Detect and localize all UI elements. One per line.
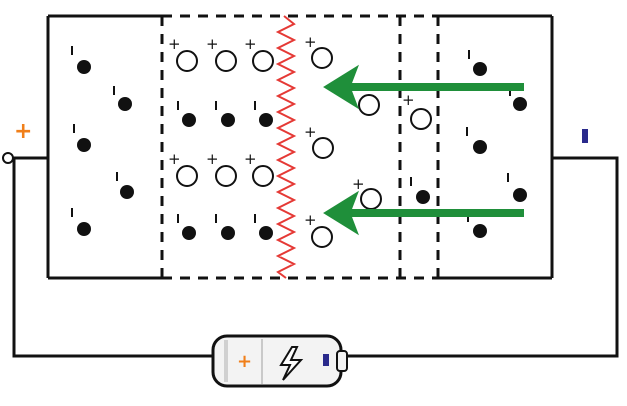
svg-text:+: + [244, 35, 257, 53]
positive-terminal-label: + [14, 119, 32, 144]
svg-text:+: + [168, 35, 181, 53]
svg-text:+: + [352, 175, 365, 193]
left-wire [12, 156, 213, 358]
electron [77, 60, 91, 74]
negative-terminal-marker [582, 129, 588, 143]
svg-text:+: + [168, 150, 181, 168]
circuit-wires [12, 156, 619, 358]
right-region-carriers [410, 50, 527, 238]
svg-text:+: + [244, 150, 257, 168]
electron [77, 138, 91, 152]
electron [77, 222, 91, 236]
arrowhead-icon [323, 64, 359, 110]
donor-ions [176, 50, 274, 187]
svg-text:+: + [206, 35, 219, 53]
battery-positive-label: + [237, 351, 252, 372]
current-arrows [323, 64, 524, 236]
semiconductor-block [46, 14, 554, 280]
svg-text:+: + [304, 33, 317, 51]
right-wire [346, 156, 619, 358]
svg-text:+: + [304, 123, 317, 141]
plus-signs-left: + + + + + + [168, 35, 257, 168]
battery-negative-marker [323, 354, 329, 366]
lightning-bolt-icon [279, 346, 304, 381]
electron [118, 97, 132, 111]
battery-icon: + [211, 334, 348, 388]
depletion-electrons [177, 101, 273, 240]
svg-text:+: + [402, 91, 415, 109]
svg-text:+: + [206, 150, 219, 168]
left-terminal-icon [2, 152, 14, 164]
svg-text:+: + [304, 211, 317, 229]
plus-signs-right: + + + + + [304, 33, 415, 229]
left-region-carriers [71, 46, 134, 236]
junction-zigzag [275, 15, 297, 279]
electron [120, 185, 134, 199]
holes [311, 47, 432, 248]
arrowhead-icon [323, 190, 359, 236]
